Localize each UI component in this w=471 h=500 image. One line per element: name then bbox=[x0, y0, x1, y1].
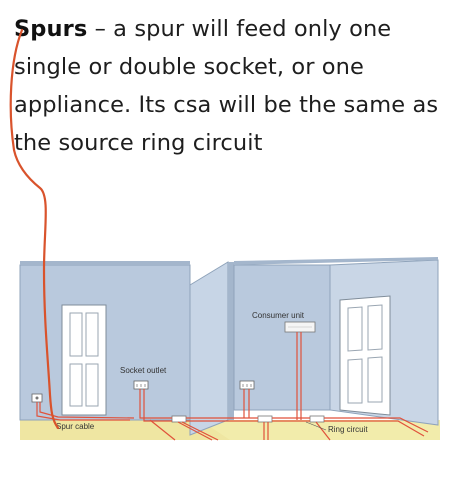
spur-definition: – a spur will feed only one single or do… bbox=[14, 16, 439, 156]
partition-wall bbox=[189, 261, 229, 436]
junction-box-2 bbox=[257, 415, 273, 423]
spur-description: Spurs – a spur will feed only one single… bbox=[14, 10, 454, 162]
annotation-stroke bbox=[9, 28, 60, 430]
left-door bbox=[61, 304, 107, 416]
consumer-unit-box bbox=[284, 321, 316, 333]
left-wall-top bbox=[20, 261, 190, 265]
ring-circuit-leader bbox=[305, 421, 327, 431]
junction-box-3 bbox=[309, 415, 325, 423]
term-spurs: Spurs bbox=[14, 16, 88, 42]
floor-front bbox=[20, 420, 230, 440]
junction-box-1 bbox=[171, 415, 187, 423]
spur-socket bbox=[31, 393, 43, 403]
consumer-unit-label: Consumer unit bbox=[252, 311, 305, 320]
socket-outlet-left bbox=[133, 380, 149, 390]
ring-circuit-cables bbox=[139, 332, 429, 441]
socket-outlet-right bbox=[239, 380, 255, 390]
partition-edge bbox=[228, 262, 234, 420]
spur-cable-label: Spur cable bbox=[56, 422, 95, 431]
right-door bbox=[339, 295, 391, 416]
socket-outlet-label: Socket outlet bbox=[120, 366, 167, 375]
right-wall-top bbox=[234, 257, 438, 265]
spur-cable bbox=[36, 402, 135, 421]
ring-circuit-label: Ring circuit bbox=[328, 425, 368, 434]
